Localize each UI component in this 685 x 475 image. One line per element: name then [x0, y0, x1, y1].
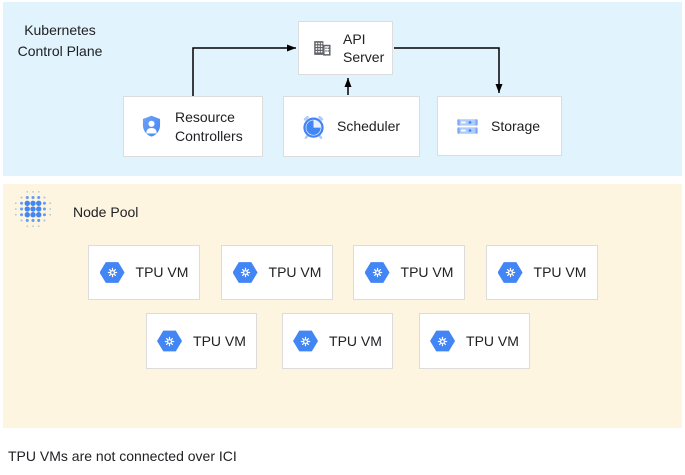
tpu-vm-node: TPU VM — [88, 245, 200, 300]
building-icon — [311, 37, 333, 59]
server-rack-icon — [454, 113, 481, 140]
tpu-vm-label: TPU VM — [193, 332, 246, 349]
diagram-caption: TPU VMs are not connected over ICI — [8, 448, 237, 464]
tpu-vm-node: TPU VM — [419, 313, 530, 369]
control-plane-label: Kubernetes Control Plane — [17, 22, 103, 59]
hexagon-gear-icon — [157, 330, 183, 352]
scheduler-node: Scheduler — [283, 96, 420, 157]
scheduler-label: Scheduler — [337, 118, 401, 135]
tpu-vm-node: TPU VM — [353, 245, 465, 300]
tpu-vm-node: TPU VM — [146, 313, 257, 369]
tpu-vm-label: TPU VM — [466, 332, 519, 349]
node-pool-label: Node Pool — [73, 203, 139, 220]
api-server-label: API Server — [343, 30, 385, 65]
shield-user-icon — [138, 113, 165, 140]
storage-label: Storage — [491, 117, 541, 134]
tpu-vm-node: TPU VM — [282, 313, 393, 369]
tpu-vm-node: TPU VM — [486, 245, 598, 300]
storage-node: Storage — [437, 96, 562, 156]
tpu-vm-label: TPU VM — [135, 264, 189, 281]
node-pool-region — [3, 184, 682, 428]
tpu-vm-label: TPU VM — [533, 264, 587, 281]
hexagon-gear-icon — [497, 262, 523, 283]
node-pool-dots-icon — [12, 188, 54, 235]
alarm-clock-icon — [300, 113, 327, 140]
tpu-vm-label: TPU VM — [329, 332, 382, 349]
tpu-vm-label: TPU VM — [400, 264, 454, 281]
hexagon-gear-icon — [430, 330, 456, 352]
node-pool-header: Node Pool — [12, 188, 138, 235]
hexagon-gear-icon — [99, 262, 125, 283]
hexagon-gear-icon — [364, 262, 390, 283]
api-server-node: API Server — [298, 21, 393, 75]
hexagon-gear-icon — [232, 262, 258, 283]
resource-controllers-label: Resource Controllers — [175, 109, 243, 144]
hexagon-gear-icon — [293, 330, 319, 352]
tpu-vm-label: TPU VM — [268, 264, 322, 281]
resource-controllers-node: Resource Controllers — [123, 96, 263, 157]
tpu-vm-node: TPU VM — [221, 245, 333, 300]
